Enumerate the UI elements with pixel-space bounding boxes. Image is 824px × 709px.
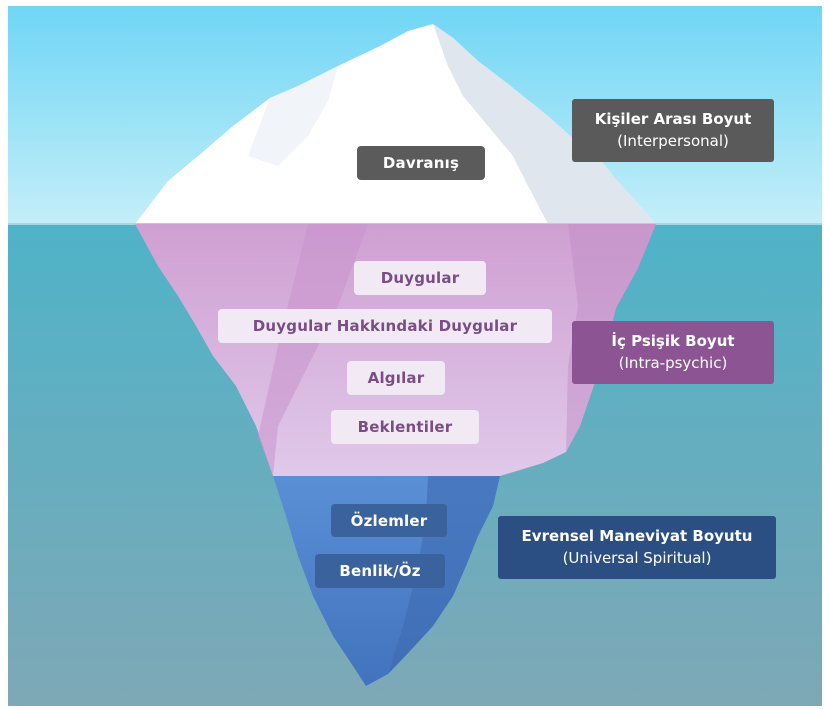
dimension-universal-spiritual: Evrensel Maneviyat Boyutu (Universal Spi… (498, 516, 776, 579)
iceberg-middle-facet (258, 224, 368, 476)
iceberg-middle-facet-right (566, 224, 656, 452)
dimension-intra-psychic: İç Psişik Boyut (Intra-psychic) (572, 321, 774, 384)
iceberg-scene: Davranış Duygular Duygular Hakkındaki Du… (8, 6, 822, 706)
dimension-title: Evrensel Maneviyat Boyutu (521, 526, 753, 545)
label-ozlemler: Özlemler (331, 504, 447, 537)
label-beklentiler: Beklentiler (331, 410, 479, 444)
label-benlik-oz: Benlik/Öz (315, 554, 445, 588)
iceberg-tip-shadow (433, 24, 656, 224)
label-duygular-hakkindaki-duygular: Duygular Hakkındaki Duygular (218, 309, 552, 343)
label-algilar: Algılar (347, 361, 445, 395)
dimension-subtitle: (Intra-psychic) (618, 353, 728, 372)
label-duygular: Duygular (354, 261, 486, 295)
dimension-subtitle: (Universal Spiritual) (562, 548, 712, 567)
label-davranis: Davranış (357, 146, 485, 180)
dimension-title: İç Psişik Boyut (611, 331, 735, 350)
dimension-subtitle: (Interpersonal) (617, 131, 729, 150)
dimension-title: Kişiler Arası Boyut (594, 109, 752, 128)
dimension-interpersonal: Kişiler Arası Boyut (Interpersonal) (572, 99, 774, 162)
iceberg-tip-facet (248, 66, 338, 166)
